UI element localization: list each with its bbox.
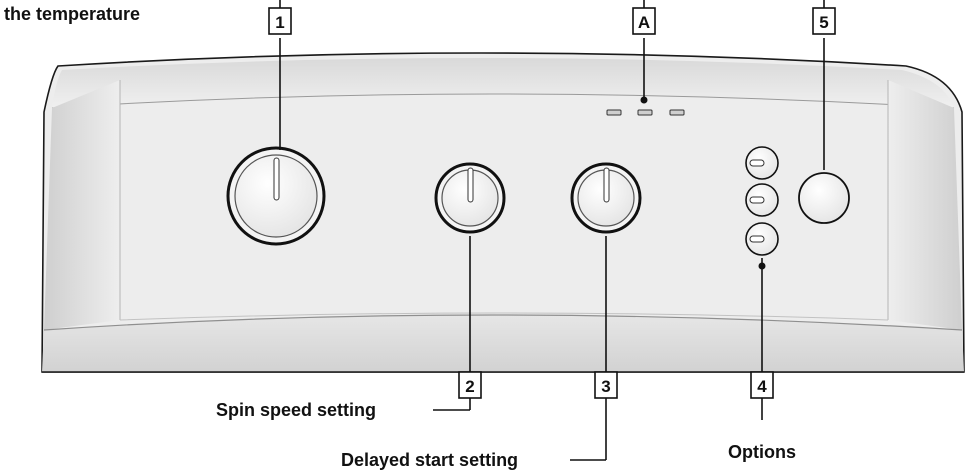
indicator-light — [669, 109, 685, 116]
spin-speed-knob[interactable] — [434, 162, 506, 234]
option-buttons — [745, 146, 779, 256]
callout-4-text: 4 — [757, 377, 767, 396]
leader-dot — [758, 262, 766, 270]
spin-speed-label: Spin speed setting — [216, 400, 376, 420]
delayed-start-knob[interactable] — [570, 162, 642, 234]
callout-4: 4 — [750, 371, 774, 399]
leader-dot — [640, 96, 648, 104]
delayed-start-label: Delayed start setting — [341, 450, 518, 470]
callout-5-text: 5 — [819, 13, 828, 32]
callout-1-text: 1 — [275, 13, 284, 32]
option-button[interactable] — [745, 222, 779, 256]
indicator-lights — [606, 109, 685, 116]
control-panel — [41, 52, 965, 373]
callout-2: 2 — [458, 371, 482, 399]
option-button[interactable] — [745, 183, 779, 217]
indicator-light — [606, 109, 622, 116]
temperature-label: the temperature — [4, 4, 140, 24]
indicator-light — [637, 109, 653, 116]
leader-lines — [279, 0, 825, 461]
callout-a: A — [632, 7, 656, 35]
start-pause-button[interactable] — [798, 172, 850, 224]
option-button[interactable] — [745, 146, 779, 180]
callout-1: 1 — [268, 7, 292, 35]
options-label: Options — [728, 442, 796, 462]
callout-2-text: 2 — [465, 377, 474, 396]
callout-3: 3 — [594, 371, 618, 399]
programme-temperature-knob[interactable] — [226, 146, 326, 246]
callout-5: 5 — [812, 7, 836, 35]
callout-3-text: 3 — [601, 377, 610, 396]
callout-a-text: A — [638, 13, 650, 32]
